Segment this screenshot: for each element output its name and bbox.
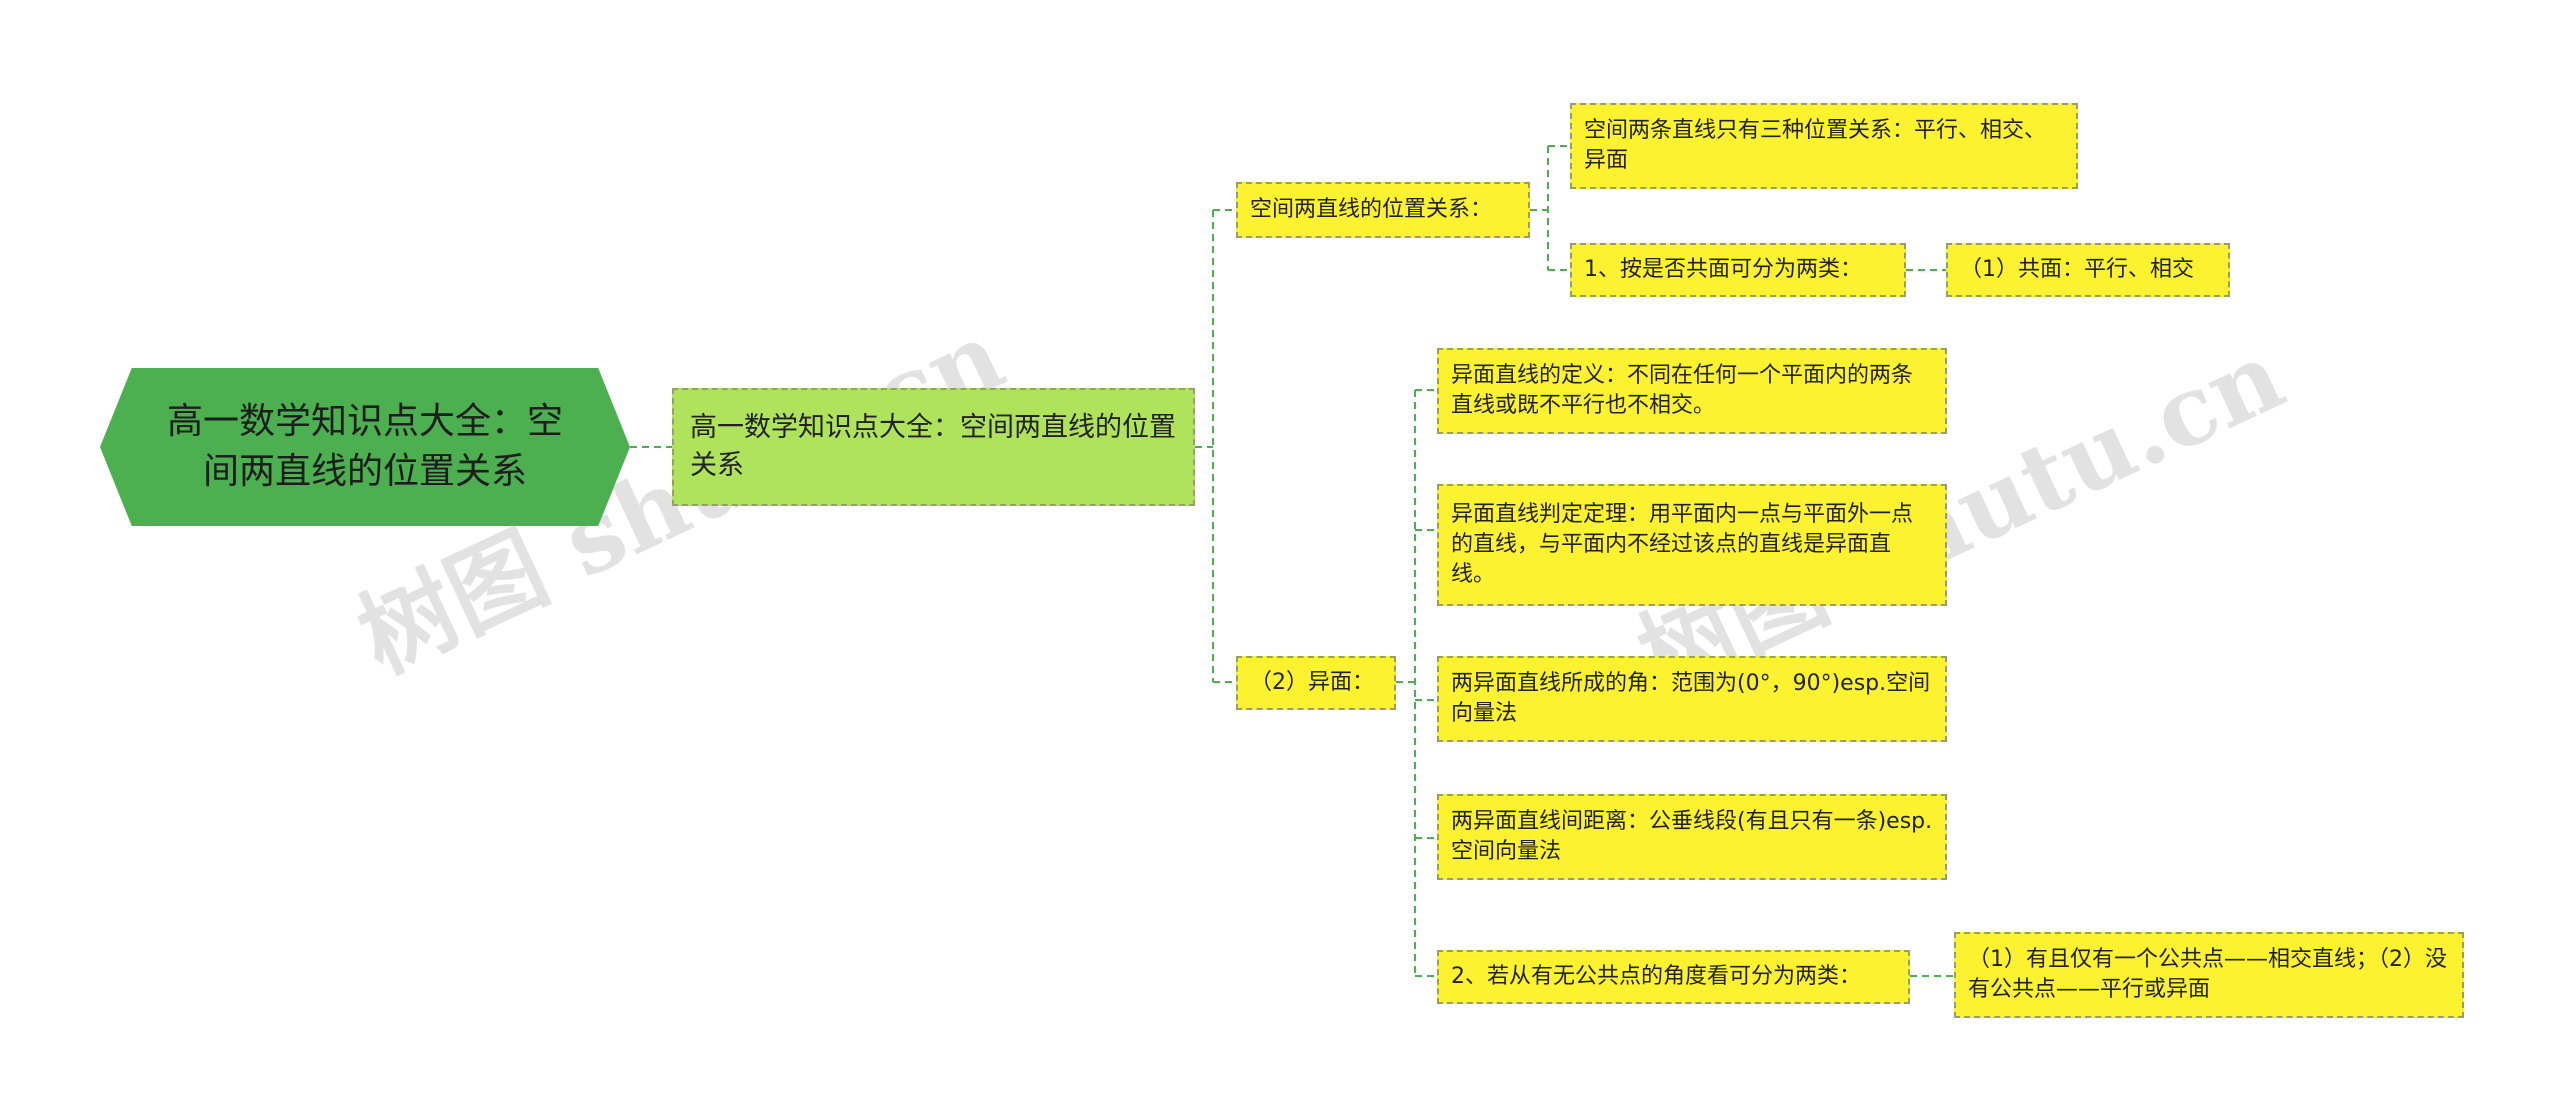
skew-definition-node[interactable]: 异面直线的定义：不同在任何一个平面内的两条直线或既不平行也不相交。 [1437, 348, 1947, 434]
coplanar-leaf-node[interactable]: （1）共面：平行、相交 [1946, 243, 2230, 297]
coplanar-leaf-label: （1）共面：平行、相交 [1960, 257, 2194, 282]
level1-label: 高一数学知识点大全：空间两直线的位置关系 [690, 412, 1176, 481]
classify-coplanar-node[interactable]: 1、按是否共面可分为两类： [1570, 243, 1906, 297]
connector-position-children [1530, 145, 1570, 271]
classify-common-point-label: 2、若从有无公共点的角度看可分为两类： [1451, 964, 1861, 989]
branch-position-label: 空间两直线的位置关系： [1250, 197, 1493, 222]
level1-node[interactable]: 高一数学知识点大全：空间两直线的位置关系 [672, 388, 1195, 506]
classify-coplanar-label: 1、按是否共面可分为两类： [1584, 257, 1862, 282]
branch-skew-node[interactable]: （2）异面： [1236, 656, 1396, 710]
classify-common-point-node[interactable]: 2、若从有无公共点的角度看可分为两类： [1437, 950, 1910, 1004]
common-point-leaf-node[interactable]: （1）有且仅有一个公共点——相交直线；（2）没有公共点——平行或异面 [1954, 932, 2464, 1018]
three-relations-label: 空间两条直线只有三种位置关系：平行、相交、异面 [1584, 118, 2047, 173]
skew-definition-label: 异面直线的定义：不同在任何一个平面内的两条直线或既不平行也不相交。 [1451, 363, 1914, 418]
connector-skew-children [1396, 389, 1437, 977]
branch-skew-label: （2）异面： [1250, 670, 1374, 695]
skew-distance-node[interactable]: 两异面直线间距离：公垂线段(有且只有一条)esp.空间向量法 [1437, 794, 1947, 880]
root-node[interactable]: 高一数学知识点大全：空间两直线的位置关系 [100, 368, 630, 526]
skew-theorem-label: 异面直线判定定理：用平面内一点与平面外一点的直线，与平面内不经过该点的直线是异面… [1451, 502, 1914, 587]
common-point-leaf-label: （1）有且仅有一个公共点——相交直线；（2）没有公共点——平行或异面 [1968, 947, 2447, 1002]
skew-theorem-node[interactable]: 异面直线判定定理：用平面内一点与平面外一点的直线，与平面内不经过该点的直线是异面… [1437, 484, 1947, 606]
root-label: 高一数学知识点大全：空间两直线的位置关系 [166, 401, 563, 492]
three-relations-node[interactable]: 空间两条直线只有三种位置关系：平行、相交、异面 [1570, 103, 2078, 189]
connector-level1-branches [1195, 209, 1236, 683]
skew-angle-label: 两异面直线所成的角：范围为(0°，90°)esp.空间向量法 [1451, 671, 1931, 726]
skew-angle-node[interactable]: 两异面直线所成的角：范围为(0°，90°)esp.空间向量法 [1437, 656, 1947, 742]
branch-position-node[interactable]: 空间两直线的位置关系： [1236, 182, 1530, 238]
skew-distance-label: 两异面直线间距离：公垂线段(有且只有一条)esp.空间向量法 [1451, 809, 1933, 864]
